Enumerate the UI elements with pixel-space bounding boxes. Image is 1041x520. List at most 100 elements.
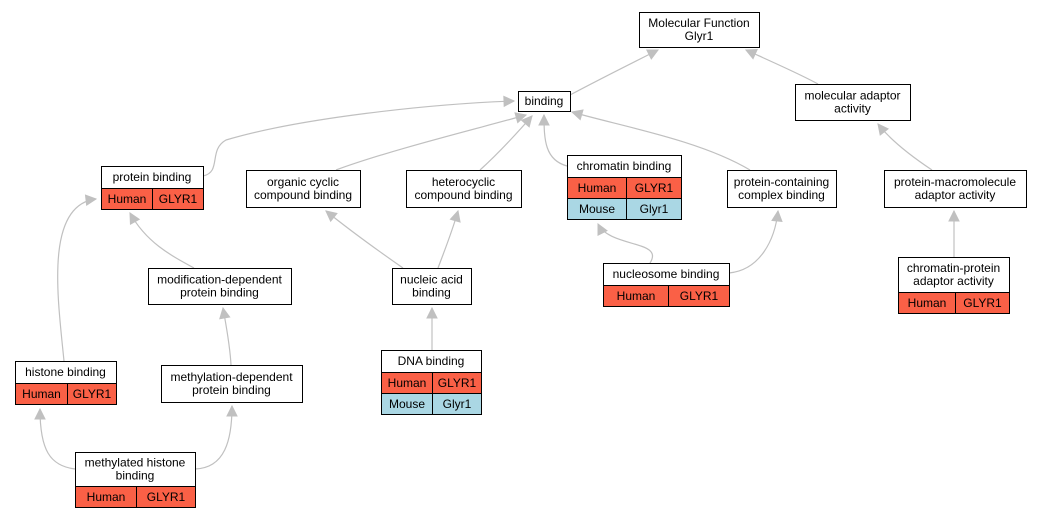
gene-cell <box>136 486 196 508</box>
term-label: protein-macromolecule <box>894 175 1016 189</box>
gene-cell <box>67 383 117 405</box>
term-label: methylation-dependent <box>170 370 293 384</box>
term-label: adaptor activity <box>913 274 994 288</box>
species-label: Human <box>22 387 61 401</box>
term-box <box>898 257 1010 293</box>
edge-line <box>571 111 751 171</box>
edge-line <box>202 100 515 177</box>
term-label: Molecular Function <box>648 16 749 30</box>
gene-cell <box>668 285 730 307</box>
arrowhead-icon <box>948 209 960 222</box>
edge-nucleic_acid-to-heterocyclic <box>437 209 461 269</box>
term-label: molecular adaptor <box>804 89 900 103</box>
term-label: modification-dependent <box>157 273 282 287</box>
gene-label: GLYR1 <box>963 296 1002 310</box>
species-label: Human <box>388 376 427 390</box>
species-label: Mouse <box>389 397 425 411</box>
term-box <box>392 268 472 305</box>
term-label: Glyr1 <box>685 29 714 43</box>
arrowhead-icon <box>514 112 528 124</box>
term-label: complex binding <box>738 188 825 202</box>
gene-label: GLYR1 <box>438 376 477 390</box>
arrowhead-icon <box>646 49 659 60</box>
species-label: Human <box>617 289 656 303</box>
arrowhead-icon <box>503 95 516 108</box>
term-label: chromatin-protein <box>907 261 1000 275</box>
gene-label: Glyr1 <box>443 397 472 411</box>
term-label: binding <box>116 469 155 483</box>
edge-pm_adaptor-to-mol_adaptor <box>877 123 933 171</box>
gene-label: GLYR1 <box>635 181 674 195</box>
gene-label: Glyr1 <box>640 202 669 216</box>
term-label: binding <box>525 94 564 108</box>
arrowhead-icon <box>219 306 231 320</box>
gene-cell <box>626 198 682 220</box>
term-box <box>246 170 361 208</box>
term-label: methylated histone <box>85 456 186 470</box>
edge-methylated_histone-to-methylation_dep <box>194 404 238 470</box>
edge-nucleic_acid-to-organic_cyclic <box>325 210 404 269</box>
term-label: chromatin binding <box>577 159 672 173</box>
edge-line <box>325 210 404 269</box>
term-label: compound binding <box>414 188 512 202</box>
edge-line <box>569 49 659 96</box>
gene-cell <box>152 188 204 210</box>
term-box <box>518 91 571 112</box>
edge-chromatin_protein_adaptor-to-pm_adaptor <box>948 209 960 257</box>
term-node-binding[interactable]: binding <box>518 91 571 112</box>
term-label: histone binding <box>25 365 106 379</box>
edge-line <box>39 408 76 470</box>
term-box <box>406 170 522 208</box>
term-box <box>727 170 837 208</box>
edge-dna_binding-to-nucleic_acid <box>426 306 438 350</box>
species-label: Human <box>87 490 126 504</box>
arrowhead-icon <box>597 223 608 236</box>
edge-line <box>194 405 233 470</box>
arrowhead-icon <box>226 404 238 417</box>
term-label: nucleosome binding <box>613 267 720 281</box>
term-label: heterocyclic <box>432 175 495 189</box>
gene-cell <box>955 292 1010 314</box>
term-label: protein binding <box>192 383 271 397</box>
edge-methylation_dep-to-mod_dep <box>219 306 232 366</box>
edge-line <box>129 212 195 269</box>
gene-label: GLYR1 <box>680 289 719 303</box>
gene-cell <box>432 393 482 415</box>
species-label: Human <box>578 181 617 195</box>
term-label: organic cyclic <box>267 175 339 189</box>
edge-nucleosome-to-protein_containing <box>728 209 783 274</box>
term-box <box>161 365 303 403</box>
edge-heterocyclic-to-binding <box>479 115 533 171</box>
term-label: DNA binding <box>398 354 465 368</box>
term-label: compound binding <box>254 188 352 202</box>
edge-protein_containing-to-binding <box>570 109 751 171</box>
arrowhead-icon <box>426 306 438 319</box>
term-label: activity <box>834 102 871 116</box>
edge-binding-to-mf <box>569 49 659 96</box>
edge-nucleosome-to-chromatin_binding <box>597 223 654 264</box>
edge-methylated_histone-to-histone_binding <box>34 407 76 470</box>
arrowhead-icon <box>34 407 46 420</box>
species-label: Human <box>908 296 947 310</box>
arrowhead-icon <box>771 209 783 223</box>
term-box <box>148 268 292 305</box>
edge-line <box>728 210 779 274</box>
species-label: Mouse <box>579 202 615 216</box>
